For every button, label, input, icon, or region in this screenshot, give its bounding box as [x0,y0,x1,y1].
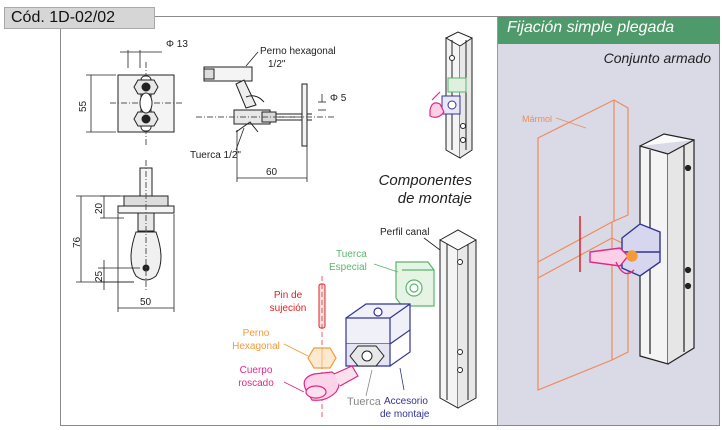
label-cuerpo-1: Cuerpo [240,365,273,376]
exploded-channel [439,229,477,409]
hex-bolt [307,347,337,369]
front-view-plate [110,62,182,145]
label-tuerca: Tuerca [347,396,382,408]
assembly-pink-parts [589,247,638,275]
dim-20-label: 20 [94,202,105,214]
dim-20 [100,195,124,219]
label-accesorio-2: de montaje [380,409,430,420]
side-view-bolt [196,66,336,147]
panel-subtitle: Conjunto armado [603,50,711,66]
label-perno-hexagonal: Perno hexagonal [260,46,336,57]
dim-phi5 [318,94,326,111]
components-title-1: Componentes [379,172,473,189]
threaded-body [303,365,359,401]
dim-25 [98,260,140,290]
document-code: Cód. 1D-02/02 [4,7,155,29]
leader-accesorio [399,367,405,391]
label-pin-2: sujeción [270,303,307,314]
assembly-bracket [621,223,661,277]
leader-tuerca-especial [373,263,399,273]
leader-perno-hex [283,343,309,357]
nut-hex [349,345,385,367]
dim-60 [236,130,308,182]
marble-slab [537,99,629,391]
leader-tuerca [365,369,373,397]
leader-cuerpo [283,381,305,393]
small-channel-assembly [441,31,473,159]
components-title-2: de montaje [398,190,472,207]
label-marmol: Mármol [522,114,552,124]
label-perfil-canal: Perfil canal [380,227,429,238]
label-perno-2: Hexagonal [232,341,280,352]
leader-perno [245,51,259,67]
small-assembly-pink-bolt [429,91,445,118]
dim-phi13 [120,50,162,68]
dim-55-label: 55 [78,100,89,112]
panel-title: Fijación simple plegada [507,19,675,36]
dim-50 [117,214,175,312]
label-tuerca-especial-2: Especial [329,262,367,273]
leader-marmol [555,117,587,129]
bottom-view-bolt [117,160,175,290]
dim-phi13-label: Φ 13 [166,39,188,50]
dim-50-label: 50 [140,297,152,308]
label-half-inch: 1/2" [268,59,286,70]
pin [318,283,326,329]
label-pin-1: Pin de [274,290,303,301]
dim-phi5-label: Φ 5 [330,93,347,104]
dim-76-label: 76 [72,236,83,248]
panel-header: Fijación simple plegada [498,17,720,44]
label-perno-1: Perno [243,328,270,339]
label-cuerpo-2: roscado [238,378,274,389]
special-nut [395,261,435,307]
dim-55 [86,74,116,133]
assembly-channel [639,133,695,365]
label-tuerca-especial-1: Tuerca [336,249,367,260]
drawing-frame [60,16,720,426]
label-accesorio-1: Accesorio [384,396,428,407]
leader-perfil [423,237,441,251]
label-tuerca-half: Tuerca 1/2" [190,150,241,161]
dim-25-label: 25 [94,270,105,282]
dim-60-label: 60 [266,167,278,178]
